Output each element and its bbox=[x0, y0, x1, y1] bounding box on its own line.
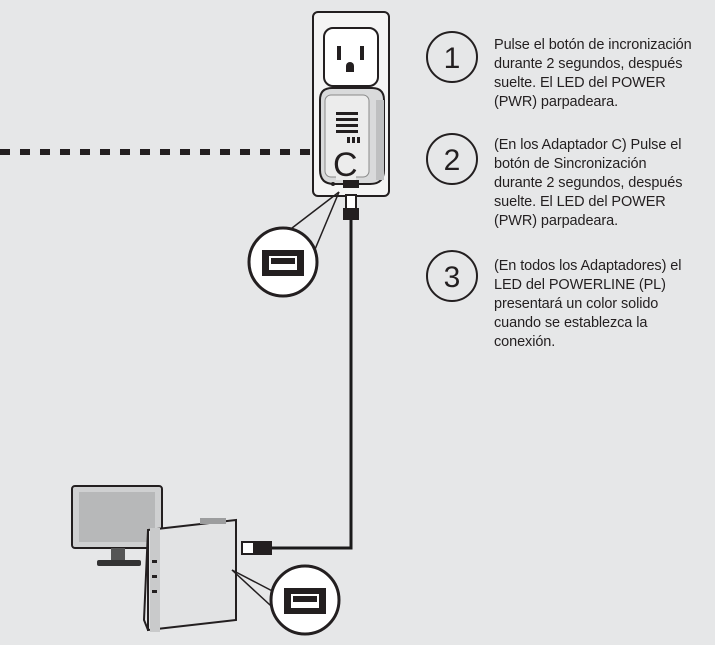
step-3-instructions: (En todos los Adaptadores) el LED del PO… bbox=[494, 258, 682, 350]
step-3-badge: 3 bbox=[426, 250, 478, 302]
computer-tower bbox=[142, 518, 237, 632]
step-2-number: 2 bbox=[444, 144, 461, 177]
step-3-number: 3 bbox=[444, 261, 461, 294]
step-2-instructions: (En los Adaptador C) Pulse el botón de S… bbox=[494, 137, 683, 229]
ethernet-plug-computer bbox=[241, 541, 272, 555]
adapter-c: C bbox=[319, 87, 385, 188]
step-1-number: 1 bbox=[444, 42, 461, 75]
step-2-badge: 2 bbox=[426, 133, 478, 185]
step-1-badge: 1 bbox=[426, 31, 478, 83]
adapter-label: C bbox=[333, 146, 358, 184]
ethernet-plug-top bbox=[343, 194, 359, 220]
computer-port-callout bbox=[231, 564, 341, 636]
step-1-instructions: Pulse el botón de incronización durante … bbox=[494, 37, 692, 110]
ethernet-cable bbox=[272, 220, 353, 550]
adapter-port-callout bbox=[247, 191, 340, 298]
monitor bbox=[71, 485, 163, 566]
